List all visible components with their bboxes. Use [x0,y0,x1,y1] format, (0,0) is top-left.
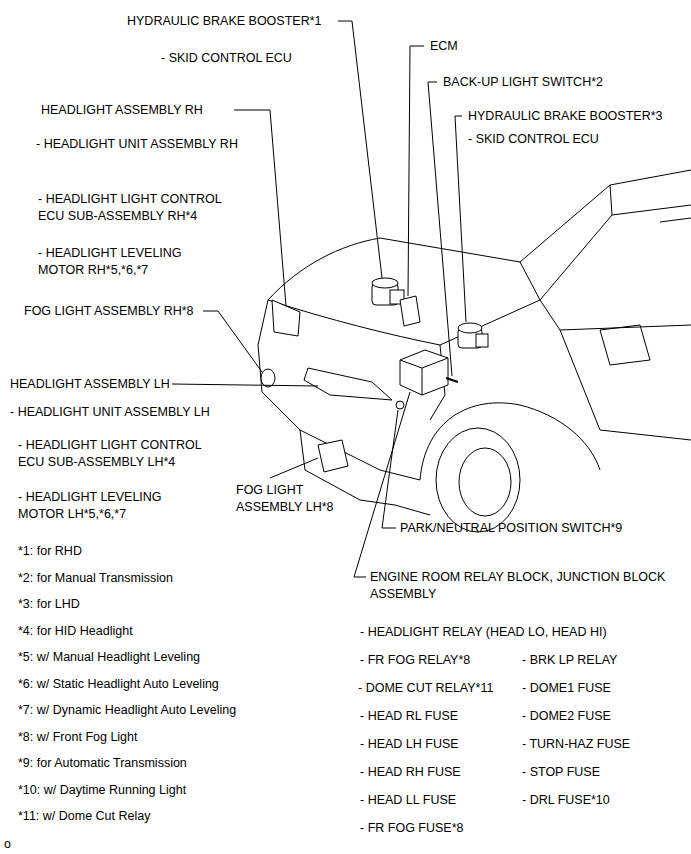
part-label: BACK-UP LIGHT SWITCH*2 [443,74,603,91]
sub-part-label: - DOME2 FUSE [522,708,611,725]
part-label: HYDRAULIC BRAKE BOOSTER*3 [468,108,663,125]
footnote: *4: for HID Headlight [18,623,133,640]
part-label: ENGINE ROOM RELAY BLOCK, JUNCTION BLOCK … [370,569,670,603]
footnote: *10: w/ Daytime Running Light [18,782,186,799]
sub-part-label: - HEADLIGHT LIGHT CONTROL ECU SUB-ASSEMB… [38,191,250,225]
footnote: *7: w/ Dynamic Headlight Auto Leveling [18,702,236,719]
part-label: HYDRAULIC BRAKE BOOSTER*1 [127,13,322,30]
part-label: FOG LIGHT ASSEMBLY LH*8 [236,482,348,516]
fog-light-rh [261,369,275,387]
switch-symbol [396,401,404,409]
part-label: ECM [430,38,458,55]
sub-part-label: - HEADLIGHT LEVELING MOTOR RH*5,*6,*7 [38,245,223,279]
part-label: PARK/NEUTRAL POSITION SWITCH*9 [400,520,622,537]
part-label: HEADLIGHT ASSEMBLY RH [41,102,203,119]
sub-part-label: - SKID CONTROL ECU [161,50,292,67]
part-label: HEADLIGHT ASSEMBLY LH [10,376,170,393]
sub-part-label: - HEADLIGHT LEVELING MOTOR LH*5,*6,*7 [18,489,203,523]
sub-part-label: - DOME1 FUSE [522,680,611,697]
sub-part-label: - SKID CONTROL ECU [468,131,599,148]
ecm-unit [400,296,420,326]
fog-light-lh [318,440,348,472]
sub-part-label: - HEADLIGHT LIGHT CONTROL ECU SUB-ASSEMB… [18,437,230,471]
footnote: *1: for RHD [18,543,82,560]
sub-part-label: - HEADLIGHT RELAY (HEAD LO, HEAD HI) [360,624,607,641]
sub-part-label: - HEAD RL FUSE [360,708,458,725]
sub-part-label: - HEAD LL FUSE [360,792,456,809]
sub-part-label: - HEADLIGHT UNIT ASSEMBLY RH [36,136,241,153]
sub-part-label: - FR FOG FUSE*8 [360,820,463,837]
footnote: *6: w/ Static Headlight Auto Leveling [18,676,219,693]
sub-part-label: - STOP FUSE [522,764,600,781]
footnote: *9: for Automatic Transmission [18,755,187,772]
footnote: *3: for LHD [18,596,80,613]
footnote: *8: w/ Front Fog Light [18,729,138,746]
footnote: *2: for Manual Transmission [18,570,173,587]
brake-booster-rh [372,278,404,305]
sub-part-label: - HEAD RH FUSE [360,764,461,781]
sub-part-label: - FR FOG RELAY*8 [360,652,470,669]
sub-part-label: - BRK LP RELAY [522,652,617,669]
sub-part-label: - HEADLIGHT UNIT ASSEMBLY LH [10,404,210,421]
leader-line [172,21,466,577]
brake-booster-lh [458,323,488,348]
sub-part-label: - HEAD LH FUSE [360,736,459,753]
car-outline [258,170,691,532]
figure-mark: o [4,836,11,853]
relay-block [400,350,448,395]
sub-part-label: - TURN-HAZ FUSE [522,736,630,753]
footnote: *11: w/ Dome Cut Relay [18,808,150,825]
sub-part-label: - DRL FUSE*10 [522,792,610,809]
part-label: FOG LIGHT ASSEMBLY RH*8 [24,303,194,320]
sub-part-label: - DOME CUT RELAY*11 [358,680,493,697]
footnote: *5: w/ Manual Headlight Leveling [18,649,200,666]
switch-symbol [446,378,458,382]
headlight-lh [304,368,392,400]
